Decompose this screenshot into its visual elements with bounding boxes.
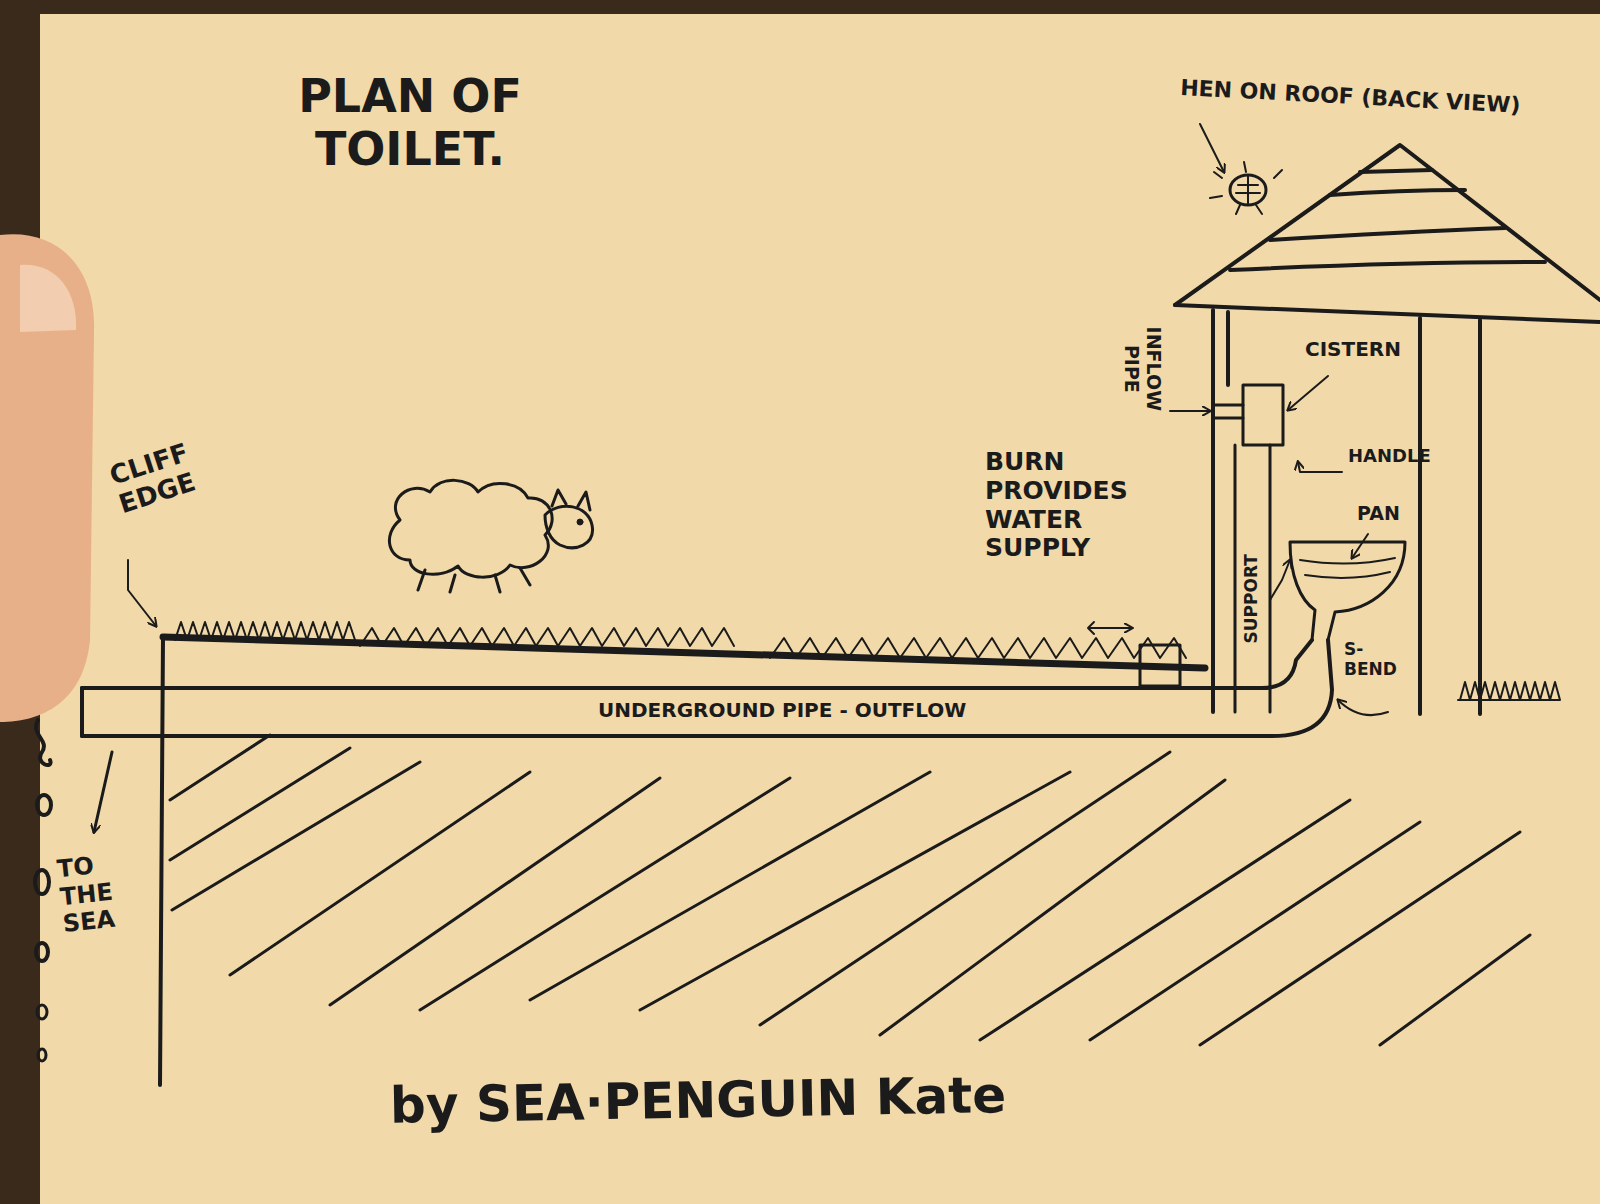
hut-walls — [1213, 310, 1480, 714]
roof-eave — [1175, 305, 1600, 322]
handle-label: HANDLE — [1348, 446, 1448, 467]
leader-arrow — [1170, 410, 1210, 412]
cistern — [1243, 385, 1283, 445]
cistern-label: CISTERN — [1305, 338, 1425, 361]
leader-arrow — [1270, 560, 1290, 600]
support — [1235, 445, 1270, 712]
inflow-pipe — [1213, 405, 1243, 418]
title: PLAN OF TOILET. — [250, 70, 570, 176]
pipe-end — [80, 688, 84, 736]
sea-bubble — [37, 1005, 47, 1019]
finger — [0, 234, 94, 722]
sea-bubble — [35, 870, 49, 894]
pipe-label: UNDERGROUND PIPE - OUTFLOW — [598, 699, 1158, 722]
roof — [1175, 145, 1600, 305]
hen-detail — [1210, 162, 1282, 214]
pan — [1290, 542, 1405, 640]
burn-label: BURN PROVIDES WATER SUPPLY — [985, 448, 1185, 563]
leader-arrow — [128, 560, 156, 626]
sheep-body — [389, 480, 552, 577]
sea-bubble — [36, 943, 48, 961]
pan-label: PAN — [1357, 503, 1415, 525]
sea-bubble — [38, 1049, 46, 1061]
sea-label: TO THE SEA — [56, 848, 144, 939]
grass — [175, 622, 355, 640]
leader-arrow — [1200, 124, 1224, 172]
sea-bubble — [37, 795, 51, 815]
pan-water — [1300, 558, 1395, 578]
leader-arrow — [1088, 622, 1132, 634]
leader-arrow — [1298, 462, 1342, 472]
earth-hatching — [170, 735, 1530, 1045]
grass — [1458, 682, 1560, 700]
paper — [40, 14, 1600, 1204]
sea-bubble — [36, 720, 50, 765]
ground-line — [163, 637, 1205, 668]
grass — [770, 638, 1186, 658]
leader-arrow — [94, 752, 112, 832]
inflow-label: INFLOW PIPE — [1120, 314, 1164, 424]
leader-arrow — [1288, 376, 1328, 410]
sheep-eye — [577, 519, 583, 525]
s-bend-label: S-BEND — [1344, 640, 1414, 679]
grass — [360, 628, 734, 646]
sheep-legs — [418, 568, 530, 592]
burn-outlet — [1140, 645, 1180, 686]
leader-arrow — [1352, 534, 1368, 558]
fingernail — [20, 265, 76, 332]
support-label: SUPPORT — [1242, 539, 1262, 659]
sheep-head — [545, 490, 592, 548]
cliff-face — [160, 637, 163, 1085]
leader-arrow — [1338, 700, 1388, 715]
roof-stripes — [1230, 170, 1545, 270]
